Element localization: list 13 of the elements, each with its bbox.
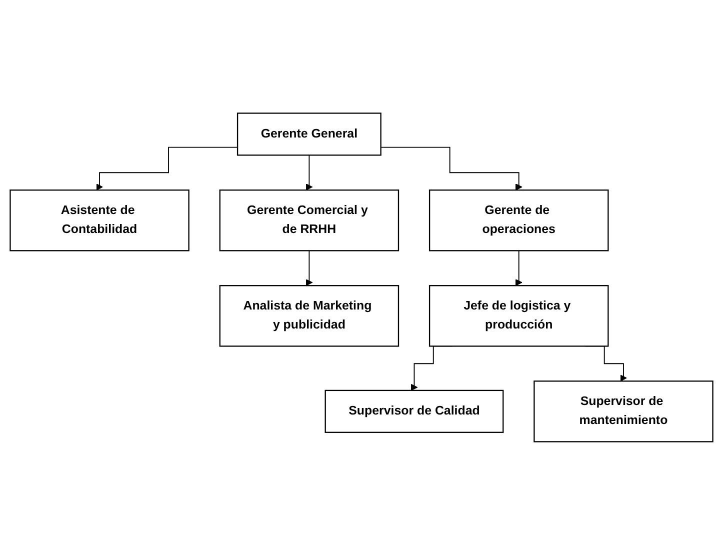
arrow: [380, 146, 522, 190]
node-box: Gerente Comercial y de RRHH: [219, 189, 400, 251]
node-box: Gerente General: [236, 112, 382, 156]
arrow: [306, 250, 313, 286]
arrow: [306, 154, 313, 190]
arrow: [515, 250, 522, 286]
node-box: Jefe de logistica y producción: [428, 284, 609, 346]
node-box: Supervisor de mantenimiento: [534, 380, 714, 442]
node-box: Gerente de operaciones: [428, 189, 609, 251]
node-box: Asistente de Contabilidad: [10, 189, 190, 251]
node-box: Supervisor de Calidad: [324, 389, 504, 432]
arrow: [96, 146, 238, 190]
node-box: Analista de Marketing y publicidad: [219, 284, 400, 346]
